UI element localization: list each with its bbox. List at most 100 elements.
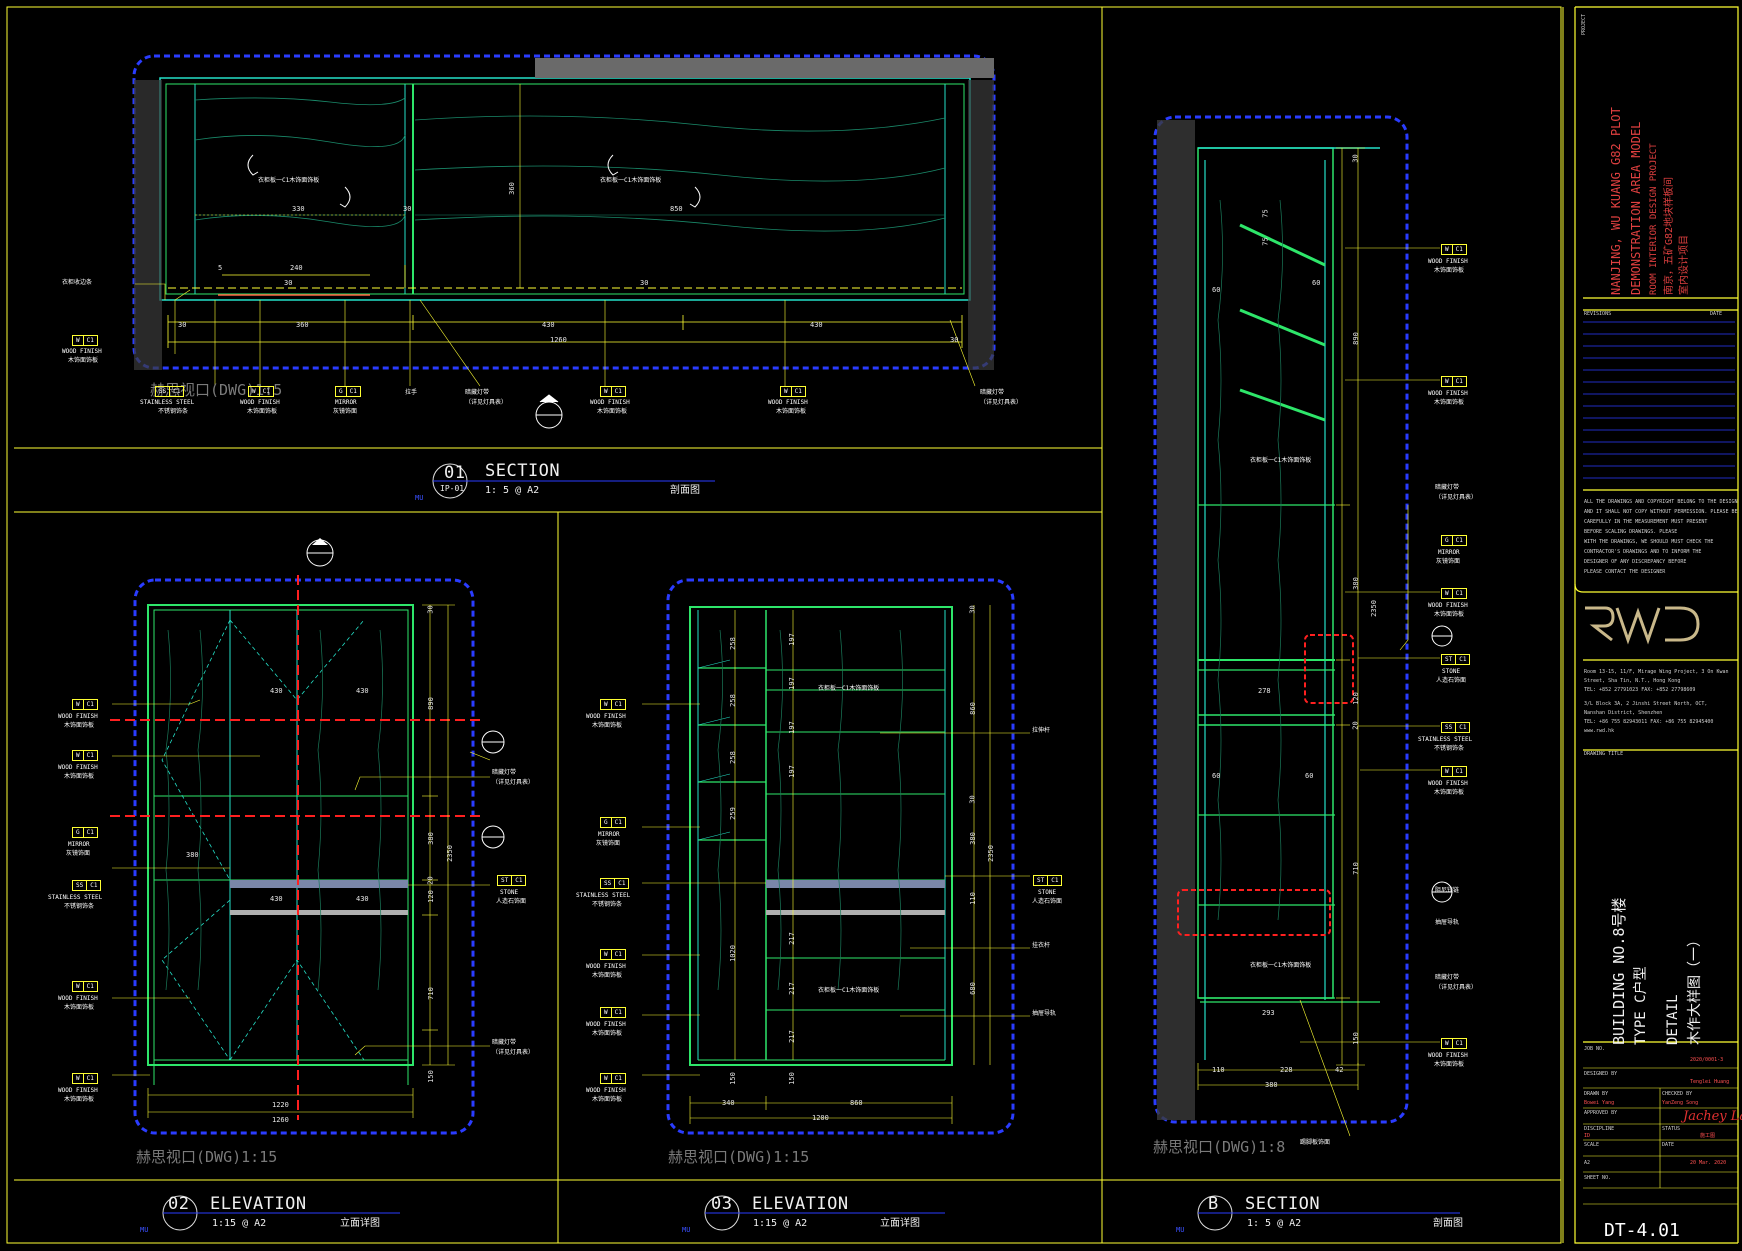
tag-03-wood-b-cn: 木饰面饰板	[592, 972, 623, 979]
tb-date-val: 20 Mar. 2020	[1690, 1160, 1727, 1166]
tag-b-wood-b-label: WOOD FINISH	[1428, 390, 1468, 397]
tag-02-mirror-cn: 灰镜饰面	[66, 850, 91, 857]
tb-note-3: CAREFULLY IN THE MEASUREMENT MUST PRESEN…	[1584, 519, 1708, 525]
dim-01-360: 360	[296, 321, 309, 329]
dim-b-890: 890	[1351, 332, 1360, 345]
dim-b-42: 42	[1335, 1066, 1344, 1074]
view-title-markers	[162, 463, 1460, 1231]
ann-01-led-sub: （详见灯具表）	[465, 399, 508, 406]
tag-01-mirror-label: MIRROR	[335, 399, 357, 406]
sheet-frame	[6, 6, 1564, 1244]
tb-address-3: TEL: +852 27791023 FAX: +852 27798609	[1584, 687, 1696, 693]
ann-03-drawer: 抽屉导轨	[1032, 1010, 1057, 1017]
tb-status: STATUS	[1662, 1126, 1681, 1132]
view-02-name: ELEVATION	[210, 1194, 307, 1214]
dim-03-860v: 860	[968, 702, 977, 715]
dim-01-30c: 30	[640, 279, 649, 287]
tag-02-wood-c-cn: 木饰面饰板	[64, 1004, 95, 1011]
ann-01-shelf-a: 衣柜板一C1木饰面饰板	[258, 177, 320, 184]
dim-03-217a: 217	[787, 932, 796, 945]
title-block-frame	[1574, 6, 1739, 1244]
view-01-leaders	[135, 283, 976, 387]
tb-drawn-val: Bowei Yang	[1584, 1100, 1615, 1106]
ann-01-led-b: 暗藏灯带	[980, 389, 1005, 396]
dim-02-150: 150	[426, 1070, 435, 1083]
ann-02-led-b-sub: （详见灯具表）	[492, 1049, 535, 1056]
dim-b-75a: 75	[1261, 209, 1270, 218]
dim-03-197c: 197	[787, 721, 796, 734]
tag-b-wood-b-cn: 木饰面饰板	[1434, 399, 1465, 406]
dim-03-258b: 258	[728, 694, 737, 707]
view-02-dimension-lines	[112, 604, 491, 1118]
dim-03-380v: 380	[968, 832, 977, 845]
tag-03-steel-cn: 不锈钢饰条	[592, 901, 623, 908]
tag-b-stone-label: STONE	[1442, 668, 1461, 675]
ann-b-led-sub: （详见灯具表）	[1435, 494, 1478, 501]
view-b-scale: 1: 5 @ A2	[1247, 1218, 1302, 1229]
ann-03-shelf: 衣柜板一C1木饰面饰板	[818, 685, 880, 692]
dim-01-360v: 360	[507, 182, 516, 195]
dim-01-30d: 30	[178, 321, 187, 329]
tb-project-line-3: ROOM INTERIOR DESIGN PROJECT	[1649, 143, 1659, 295]
view-02-cn: 立面详图	[340, 1218, 380, 1229]
dim-b-60a: 60	[1212, 286, 1221, 294]
dim-01-1260: 1260	[550, 336, 567, 344]
view-b-dimension-lines	[1197, 147, 1440, 1137]
tb-title-line-1: BUILDING NO.8号楼	[1610, 897, 1628, 1045]
tb-project-line-4: 南京，五矿G82地块样板间	[1664, 176, 1675, 295]
tag-b-mirror-cn: 灰镜饰面	[1436, 558, 1461, 565]
dim-b-150: 150	[1351, 1032, 1360, 1045]
ann-03-pull: 拉伸杆	[1032, 727, 1051, 734]
dim-03-1020: 1020	[728, 945, 737, 962]
dim-03-217c: 217	[787, 1030, 796, 1043]
tb-sheet-val: DT-4.01	[1604, 1220, 1680, 1241]
dim-b-278: 278	[1258, 687, 1271, 695]
view-b-mu: MU	[1176, 1226, 1185, 1234]
view-02-elevation-drawing	[110, 538, 505, 1135]
tag-b-wood-d-label: WOOD FINISH	[1428, 780, 1468, 787]
tag-b-mirror-label: MIRROR	[1438, 549, 1460, 556]
tag-01-wood-left-label: WOOD FINISH	[62, 348, 102, 355]
dim-b-110: 110	[1212, 1066, 1225, 1074]
tag-b-wood-a-label: WOOD FINISH	[1428, 258, 1468, 265]
tag-b-wood-e-label: WOOD FINISH	[1428, 1052, 1468, 1059]
tag-b-wood-a-cn: 木饰面饰板	[1434, 267, 1465, 274]
tag-02-wood-b-cn: 木饰面饰板	[64, 773, 95, 780]
dim-02-2350: 2350	[445, 845, 454, 862]
view-03-dimension-lines	[642, 605, 1030, 1124]
tag-b-stone-cn: 人造石饰面	[1436, 677, 1467, 684]
view-03-cn: 立面详图	[880, 1218, 920, 1229]
dim-02-430c: 430	[270, 895, 283, 903]
dim-03-197a: 197	[787, 633, 796, 646]
dim-b-293: 293	[1262, 1009, 1275, 1017]
dim-b-380h: 380	[1265, 1081, 1278, 1089]
ann-b-shelf-b: 衣柜板一C1木饰面饰板	[1250, 962, 1312, 969]
tb-title-line-2: TYPE C户型	[1633, 966, 1649, 1045]
ann-b-led2-sub: （详见灯具表）	[1435, 984, 1478, 991]
tag-01-wood-b-cn: 木饰面饰板	[247, 408, 278, 415]
ann-03-rail: 挂衣杆	[1032, 942, 1051, 949]
dim-03-258c: 258	[728, 751, 737, 764]
tb-note-1: ALL THE DRAWINGS AND COPYRIGHT BELONG TO…	[1584, 499, 1738, 505]
tag-01-wood-c-cn: 木饰面饰板	[597, 408, 628, 415]
dim-b-380: 380	[1351, 577, 1360, 590]
dim-03-150a: 150	[728, 1072, 737, 1085]
ann-b-drawer: 抽屉导轨	[1435, 919, 1460, 926]
dim-03-340: 340	[722, 1099, 735, 1107]
dim-01-20: 5	[218, 264, 223, 272]
tag-03-stone-cn: 人造石饰面	[1032, 898, 1063, 905]
tb-approved-signature: Jachey Lao	[1683, 1109, 1742, 1124]
dim-03-2350: 2350	[986, 845, 995, 862]
ann-b-hinge: 阻尼铰链	[1435, 887, 1460, 894]
